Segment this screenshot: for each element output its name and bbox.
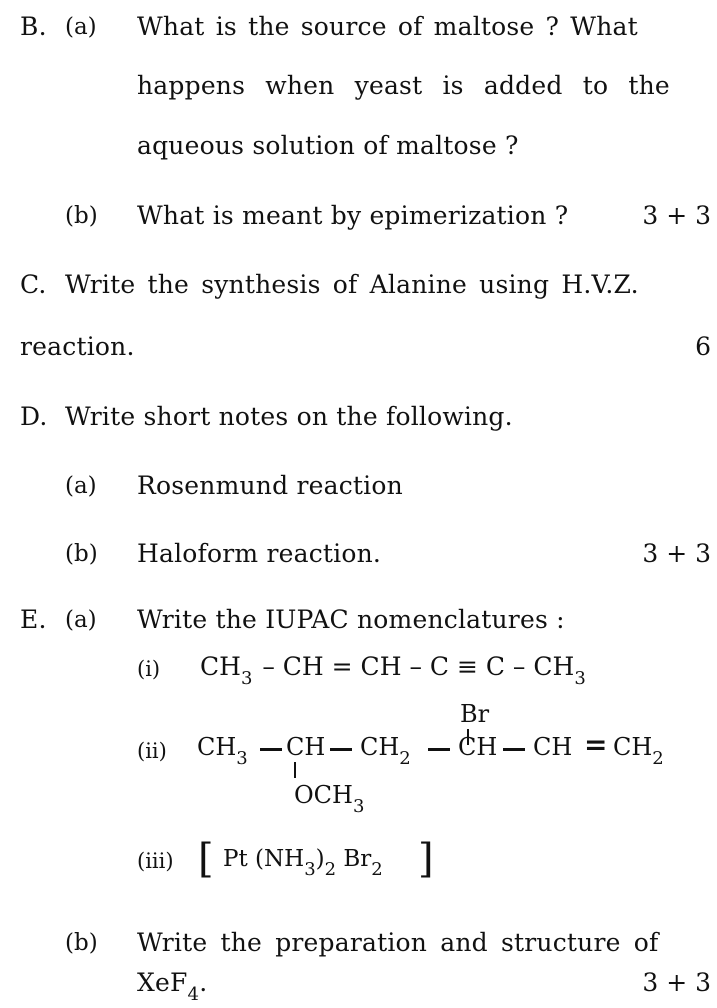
formula-ii-ch3a: CH3 [197, 732, 248, 769]
formula-iii-complex: Pt (NH3)2 Br2 [223, 844, 383, 880]
formula-ii-bond3 [428, 748, 450, 751]
formula-ii-ch-b: CH [458, 733, 498, 761]
question-d-a-label: (a) [65, 473, 97, 499]
formula-iii-sub3: 3 [304, 859, 316, 880]
xef4-sub: 4 [187, 984, 200, 1005]
question-e-marks: 3 + 3 [642, 968, 711, 997]
formula-ii-ch-c: CH [533, 733, 573, 761]
question-c-line2: reaction. [20, 332, 135, 361]
formula-i-sub3: 3 [240, 668, 253, 689]
formula-ii-bond4 [503, 748, 525, 751]
formula-ii-och3-bond [294, 762, 296, 778]
formula-iii-right-bracket: ] [418, 836, 434, 882]
formula-iii-sub2b: 2 [371, 859, 383, 880]
formula-ii-ch3a-text: CH [197, 733, 237, 761]
formula-i-label: (i) [137, 657, 161, 681]
formula-ii-och3-text: OCH [294, 781, 353, 809]
question-e-label: E. [20, 605, 47, 634]
formula-iii-label: (iii) [137, 849, 174, 873]
question-d-b-label: (b) [65, 541, 98, 567]
formula-iii-left-bracket: [ [198, 836, 214, 882]
formula-ii-bond2 [330, 748, 352, 751]
formula-ii-ch2: CH2 [360, 732, 411, 769]
formula-i: CH3 – CH = CH – C ≡ C – CH3 [200, 652, 586, 689]
question-c-line1: Write the synthesis of Alanine using H.V… [65, 270, 639, 299]
question-b-b-label: (b) [65, 203, 98, 229]
question-b-a-line2: happens when yeast is added to the [137, 71, 670, 100]
question-b-a-line3: aqueous solution of maltose ? [137, 131, 519, 160]
question-c-marks: 6 [695, 332, 711, 361]
formula-ii-ch2-end: CH2 [613, 732, 664, 769]
question-b-marks: 3 + 3 [642, 201, 711, 230]
question-e-a-label: (a) [65, 607, 97, 633]
formula-ii-ch2-end-sub: 2 [652, 748, 664, 769]
formula-ii-och3-sub: 3 [352, 796, 365, 817]
formula-iii-sub2: 2 [324, 859, 337, 880]
formula-ii-ch2-text: CH [360, 733, 400, 761]
formula-iii-br: Br [343, 846, 372, 872]
question-d-marks: 3 + 3 [642, 539, 711, 568]
xef4-text: XeF [137, 968, 188, 997]
formula-ii-ch: CH [286, 733, 326, 761]
formula-ii-ch2-sub: 2 [399, 748, 411, 769]
question-d-b-text: Haloform reaction. [137, 539, 382, 568]
formula-ii-double-bond: = [584, 728, 608, 761]
question-e-b-xef4: XeF4. [137, 968, 208, 1005]
xef4-dot: . [199, 968, 208, 997]
question-b-a-label: (a) [65, 14, 97, 40]
question-e-b-label: (b) [65, 930, 98, 956]
formula-iii-pt: Pt (NH [223, 846, 305, 872]
question-e-a-text: Write the IUPAC nomenclatures : [137, 605, 565, 634]
question-d-text: Write short notes on the following. [65, 402, 513, 431]
formula-i-sub3b: 3 [574, 668, 586, 689]
formula-ii-ch3a-sub: 3 [236, 748, 248, 769]
formula-ii-br: Br [460, 700, 490, 728]
formula-iii-paren: ) [315, 846, 325, 872]
formula-ii-ch2-end-text: CH [613, 733, 653, 761]
formula-ii-bond1 [260, 748, 282, 751]
formula-i-ch: CH [200, 652, 241, 681]
formula-ii-och3: OCH3 [294, 780, 364, 817]
question-d-label: D. [20, 402, 48, 431]
question-b-a-line1: What is the source of maltose ? What [137, 12, 638, 41]
formula-ii-label: (ii) [137, 739, 167, 763]
question-e-b-line1: Write the preparation and structure of [137, 928, 659, 957]
question-b-label: B. [20, 12, 47, 41]
formula-i-mid: – CH = CH – C ≡ C – CH [262, 652, 575, 681]
formula-ii-br-bond [467, 729, 469, 745]
question-d-a-text: Rosenmund reaction [137, 471, 403, 500]
question-b-b-text: What is meant by epimerization ? [137, 201, 569, 230]
question-c-label: C. [20, 270, 47, 299]
